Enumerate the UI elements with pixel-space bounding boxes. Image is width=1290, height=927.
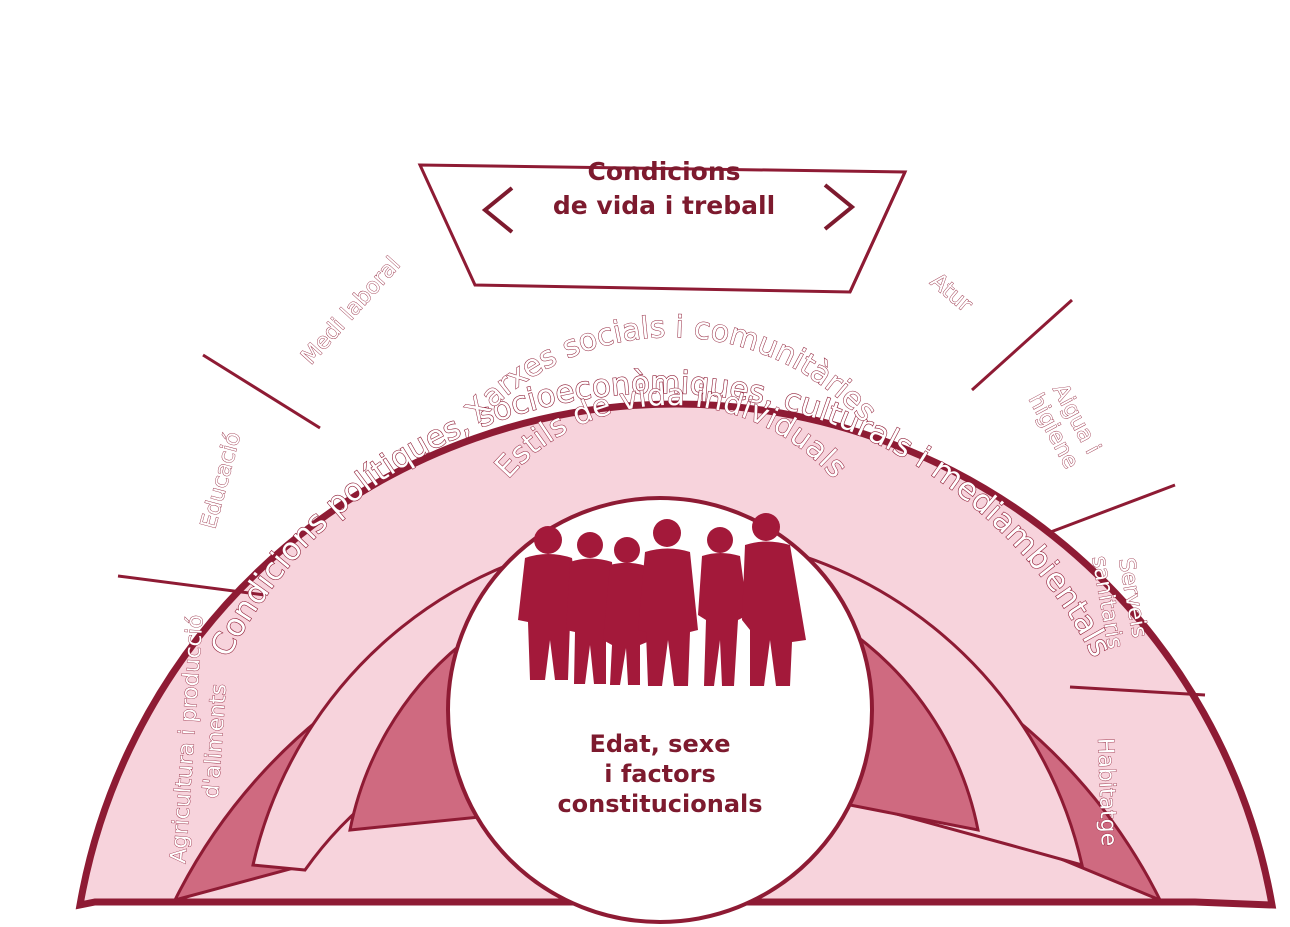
segment-housing: Habitatge [1092,737,1122,847]
segment-dividers [117,171,1206,697]
living-conditions-line2: de vida i treball [553,191,775,220]
arrow-left-icon [481,186,514,234]
svg-text:Habitatge: Habitatge [1092,737,1121,846]
svg-text:d'aliments: d'aliments [199,683,232,799]
core-line1: Edat, sexe [589,730,730,758]
living-conditions-line1: Condicions [587,157,740,186]
segment-water-hygiene: Aigua i higiene [1023,379,1106,473]
core-line3: constitucionals [557,790,762,818]
svg-text:Medi laboral: Medi laboral [297,252,406,369]
segment-work-environment: Medi laboral [296,252,406,370]
segment-unemployment: Atur [925,268,978,319]
arrow-right-icon [823,183,856,231]
people-silhouettes-icon [518,513,806,686]
svg-text:Educació: Educació [197,429,247,531]
core-line2: i factors [604,760,716,788]
svg-text:Atur: Atur [925,269,977,319]
segment-education: Educació [196,429,247,532]
